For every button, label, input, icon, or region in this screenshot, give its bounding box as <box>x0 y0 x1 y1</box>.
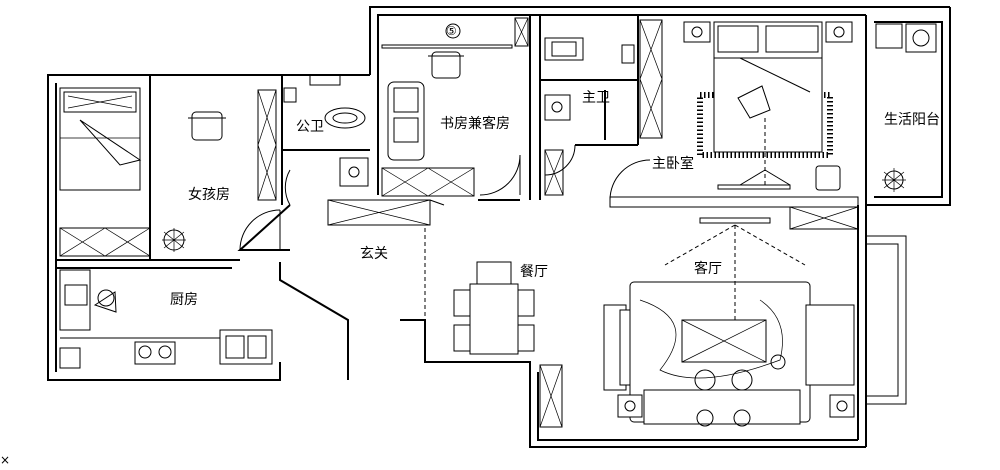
master-bed <box>683 21 853 188</box>
room-label-utility-balcony: 生活阳台 <box>884 112 940 128</box>
room-label-study-guest: 书房兼客房 <box>440 116 510 132</box>
utility-balcony-fixtures <box>875 23 937 192</box>
master-bedroom-tv <box>717 165 841 191</box>
girl-room-chair <box>188 111 226 141</box>
girl-bed <box>59 87 142 191</box>
dining-set <box>453 261 535 355</box>
room-label-dining: 餐厅 <box>520 264 548 280</box>
room-label-foyer: 玄关 <box>360 246 388 262</box>
room-label-girl-room: 女孩房 <box>188 187 230 203</box>
room-label-master-bedroom: 主卧室 <box>652 156 694 172</box>
room-label-public-bath: 公卫 <box>296 119 324 135</box>
wardrobes <box>59 17 663 428</box>
living-furniture <box>603 217 855 427</box>
doors <box>239 144 651 318</box>
public-bath-fixtures <box>283 74 369 187</box>
outer-walls <box>47 6 951 448</box>
plant-icon <box>162 228 186 252</box>
room-label-master-bath: 主卫 <box>582 90 610 106</box>
master-bath-fixtures <box>544 37 635 121</box>
study-furniture <box>387 51 464 161</box>
kitchen-fixtures <box>59 269 273 369</box>
room-label-living: 客厅 <box>694 261 722 277</box>
marker-number: ⑤ <box>446 24 457 38</box>
room-label-kitchen: 厨房 <box>170 292 198 308</box>
marker-ring <box>445 23 461 39</box>
interior-walls <box>56 15 859 269</box>
corner-mark: × <box>0 453 11 467</box>
